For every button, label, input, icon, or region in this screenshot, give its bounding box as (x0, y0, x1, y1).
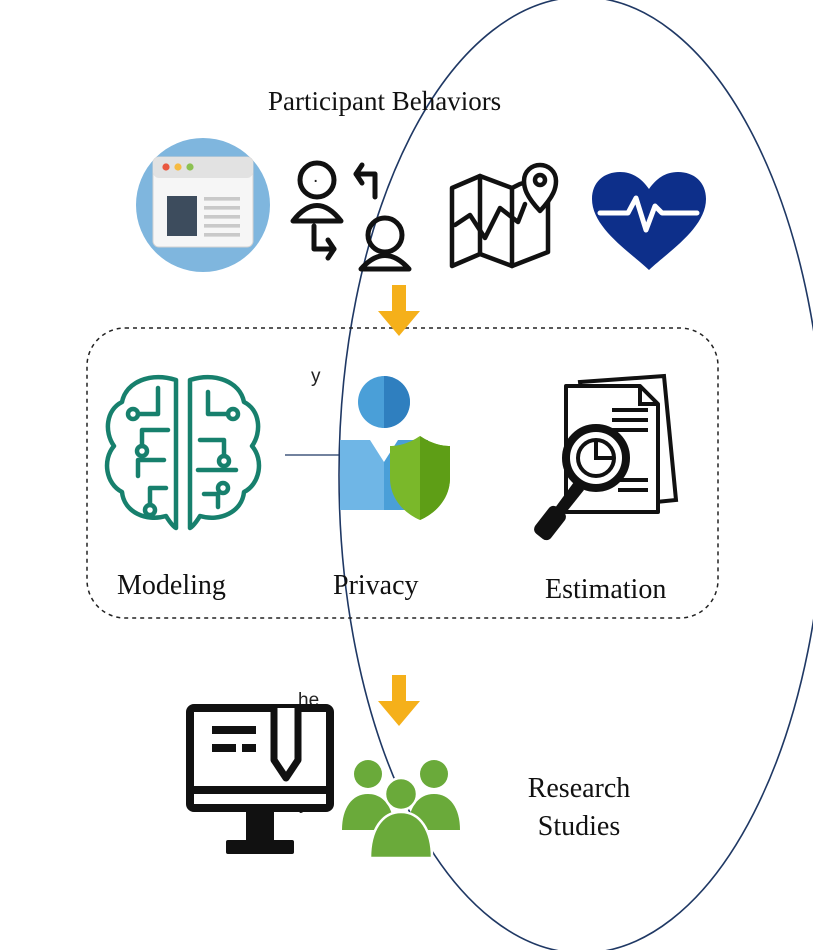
process-box (86, 327, 719, 619)
user-shield-icon (340, 376, 450, 520)
outcome-label-line1: Research (527, 773, 631, 804)
user-exchange-icon (290, 160, 412, 272)
down-arrow (378, 675, 420, 726)
diagram-title: Participant Behaviors (268, 86, 502, 116)
background-text-fragment: . (313, 166, 319, 187)
ai-brain-icon (104, 374, 262, 531)
heart-pulse-icon (592, 172, 706, 270)
step-label-privacy: Privacy (333, 570, 419, 601)
down-arrow (378, 285, 420, 336)
background-text-fragment: y (311, 366, 321, 387)
outcome-label: Research Studies (504, 770, 654, 846)
people-group-icon (342, 760, 460, 860)
outcome-label-line2: Studies (537, 811, 621, 842)
report-magnifier-icon (534, 373, 679, 541)
computer-monitor-icon (186, 704, 334, 854)
map-pin-icon (449, 162, 559, 269)
step-label-modeling: Modeling (117, 570, 226, 601)
step-label-estimation: Estimation (545, 574, 667, 605)
web-browser-icon (136, 138, 270, 272)
